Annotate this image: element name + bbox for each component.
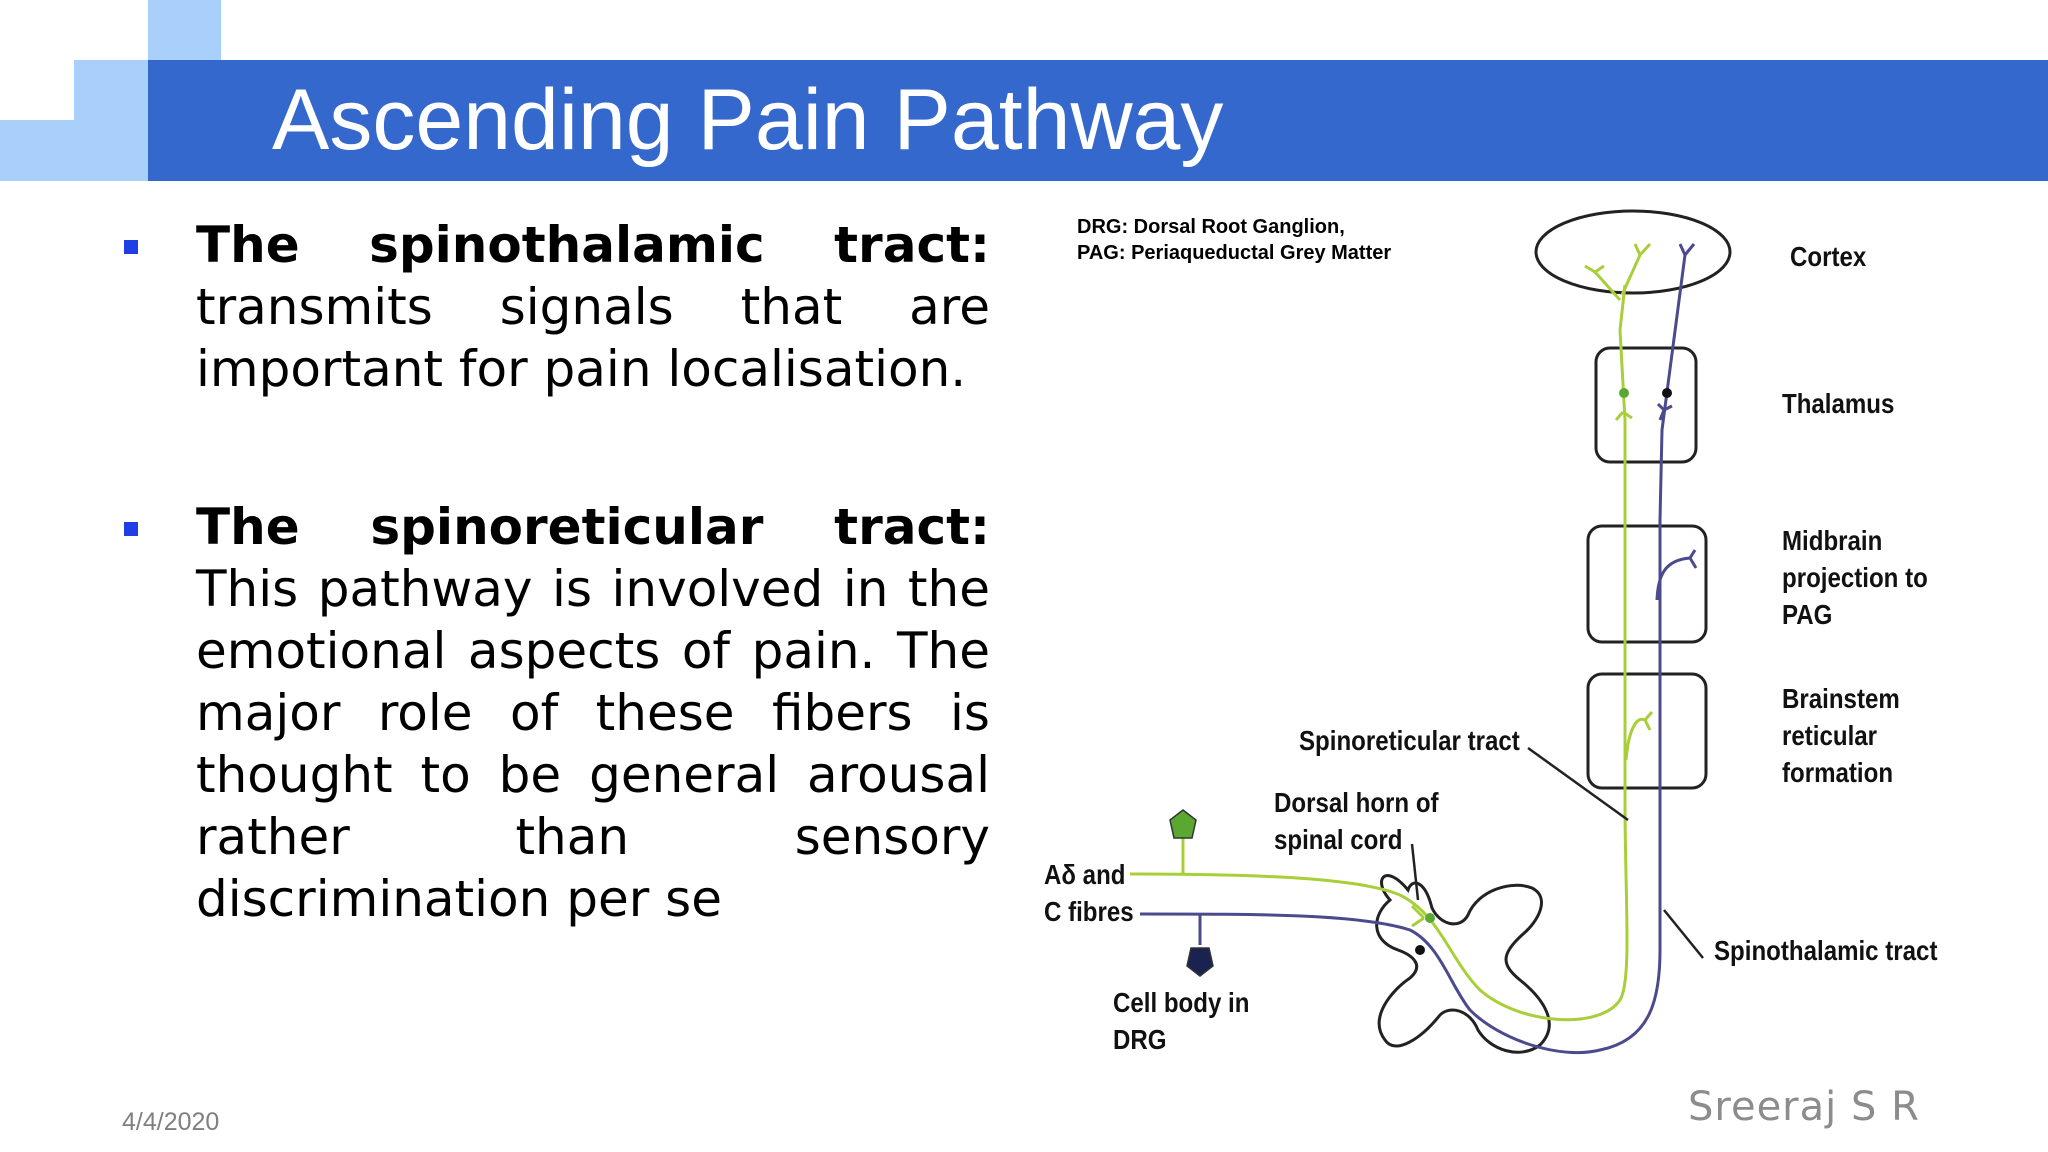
label-line: Midbrain bbox=[1782, 525, 1883, 556]
spinal-cord-outline bbox=[1375, 874, 1551, 1054]
spinothalamic-pointer bbox=[1663, 909, 1704, 959]
spinoreticular-pointer bbox=[1527, 746, 1629, 822]
corner-square-mid-left bbox=[74, 60, 148, 120]
green-branch-thalamus bbox=[1614, 410, 1633, 421]
label-line: Brainstem bbox=[1782, 683, 1900, 714]
purple-branch-thalamus bbox=[1656, 402, 1673, 421]
bullet-list: The spinothalamic tract: transmits signa… bbox=[118, 214, 990, 1026]
label-line: formation bbox=[1782, 757, 1894, 788]
diagram-legend: DRG: Dorsal Root Ganglion, PAG: Periaque… bbox=[1077, 214, 1391, 266]
navy-cell-body-icon bbox=[1186, 947, 1214, 977]
label-brainstem: Brainstem reticular formation bbox=[1782, 680, 1900, 791]
bullet-body: transmits signals that are important for… bbox=[196, 278, 990, 398]
spinoreticular-tract-purple bbox=[1139, 254, 1687, 1055]
label-line: projection to bbox=[1782, 562, 1928, 593]
brainstem-box bbox=[1586, 672, 1708, 790]
green-branch-brainstem bbox=[1624, 711, 1654, 761]
label-line: Dorsal horn of bbox=[1274, 787, 1439, 818]
bullet-square-icon bbox=[124, 522, 138, 536]
bullet-item: The spinothalamic tract: transmits signa… bbox=[118, 214, 990, 400]
label-line: PAG bbox=[1782, 599, 1833, 630]
green-cell-body-icon bbox=[1169, 809, 1197, 839]
slide-title: Ascending Pain Pathway bbox=[272, 72, 1224, 168]
label-line: spinal cord bbox=[1274, 824, 1403, 855]
spinothalamic-tract-green bbox=[1129, 284, 1629, 1022]
label-cell-body: Cell body in DRG bbox=[1113, 984, 1249, 1058]
label-midbrain: Midbrain projection to PAG bbox=[1782, 522, 1928, 633]
bullet-body: This pathway is involved in the emotiona… bbox=[196, 560, 990, 928]
green-branch-dorsal-horn bbox=[1410, 904, 1426, 928]
label-thalamus: Thalamus bbox=[1782, 388, 1895, 419]
slide-author: Sreeraj S R bbox=[1688, 1084, 1920, 1130]
thalamus-box bbox=[1594, 346, 1698, 464]
corner-square-top bbox=[148, 0, 221, 60]
label-line: Aδ and bbox=[1044, 859, 1126, 890]
midbrain-box bbox=[1586, 524, 1708, 644]
label-line: reticular bbox=[1782, 720, 1878, 751]
purple-branch-midbrain bbox=[1655, 549, 1698, 601]
label-spinothalamic: Spinothalamic tract bbox=[1714, 935, 1938, 966]
dorsal-horn-pointer bbox=[1410, 843, 1420, 901]
label-line: C fibres bbox=[1044, 896, 1134, 927]
bullet-item: The spinoreticular tract: This pathway i… bbox=[118, 496, 990, 930]
bullet-text: The spinothalamic tract: transmits signa… bbox=[196, 214, 990, 400]
pain-pathway-diagram bbox=[1129, 209, 1732, 1055]
purple-branch-cortex bbox=[1678, 243, 1696, 256]
green-neuron-dot-thalamus bbox=[1619, 388, 1629, 398]
legend-line: DRG: Dorsal Root Ganglion, bbox=[1077, 216, 1345, 238]
legend-line: PAG: Periaqueductal Grey Matter bbox=[1077, 242, 1392, 264]
label-cortex: Cortex bbox=[1790, 241, 1867, 272]
label-line: Cell body in bbox=[1113, 987, 1250, 1018]
label-spinoreticular: Spinoreticular tract bbox=[1299, 725, 1520, 756]
label-line: DRG bbox=[1113, 1024, 1167, 1055]
label-dorsal-horn: Dorsal horn of spinal cord bbox=[1274, 784, 1439, 858]
green-branch-cortex bbox=[1584, 242, 1652, 301]
corner-square-low-left bbox=[0, 120, 74, 181]
bullet-heading: The spinothalamic tract: bbox=[196, 216, 990, 274]
navy-neuron-dot-dorsal-horn bbox=[1415, 945, 1425, 955]
bullet-heading: The spinoreticular tract: bbox=[196, 498, 990, 556]
label-fibres: Aδ and C fibres bbox=[1044, 856, 1134, 930]
bullet-text: The spinoreticular tract: This pathway i… bbox=[196, 496, 990, 930]
navy-neuron-dot-thalamus bbox=[1662, 388, 1672, 398]
bullet-square-icon bbox=[124, 240, 138, 254]
corner-square-low-mid bbox=[74, 120, 148, 181]
green-neuron-dot-dorsal-horn bbox=[1425, 913, 1435, 923]
title-bar bbox=[148, 60, 2048, 181]
cortex-outline bbox=[1534, 209, 1732, 295]
slide-date: 4/4/2020 bbox=[122, 1108, 220, 1136]
